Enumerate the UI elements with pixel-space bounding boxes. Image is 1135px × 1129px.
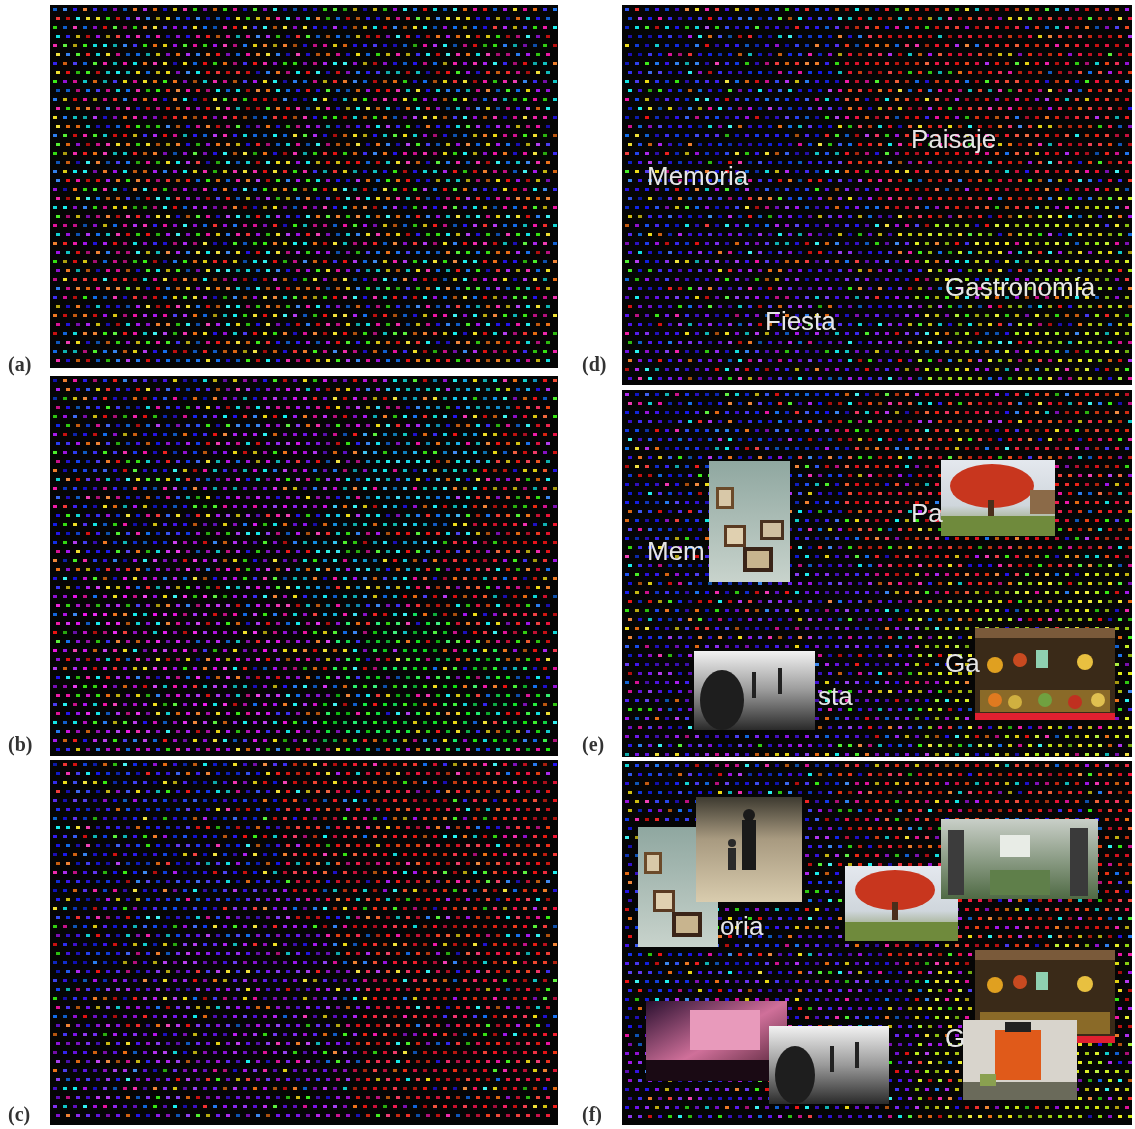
panel-label: (c) [8,1104,30,1124]
panel-label: (f) [582,1104,602,1124]
panel-label: (d) [582,354,606,374]
theme-word: sta [818,683,853,709]
dot-grid [50,5,558,368]
panel-label: (b) [8,734,32,754]
photo-paisaje [941,460,1055,536]
theme-word: G [945,1025,965,1051]
theme-word: Paisaje [911,126,996,152]
photo-cook [963,1020,1077,1100]
theme-word: Fiesta [765,308,836,334]
theme-word: Mem [647,538,705,564]
theme-word: Gastronomía [945,274,1095,300]
photo-memoria [709,461,790,582]
theme-word: oria [720,913,763,939]
photo-walk [696,797,802,902]
dot-grid [622,5,1132,385]
theme-word: Ga [945,650,980,676]
theme-word: Pa [911,500,943,526]
theme-word: Memoria [647,163,748,189]
dot-grid [50,760,558,1125]
dot-grid [50,376,558,756]
photo-party [646,1001,787,1081]
panel-label: (a) [8,354,31,374]
photo-fiesta-2 [769,1026,889,1104]
photo-gastronomia [975,628,1115,720]
photo-cemetery [941,819,1098,899]
photo-fiesta [694,651,815,730]
panel-label: (e) [582,734,604,754]
